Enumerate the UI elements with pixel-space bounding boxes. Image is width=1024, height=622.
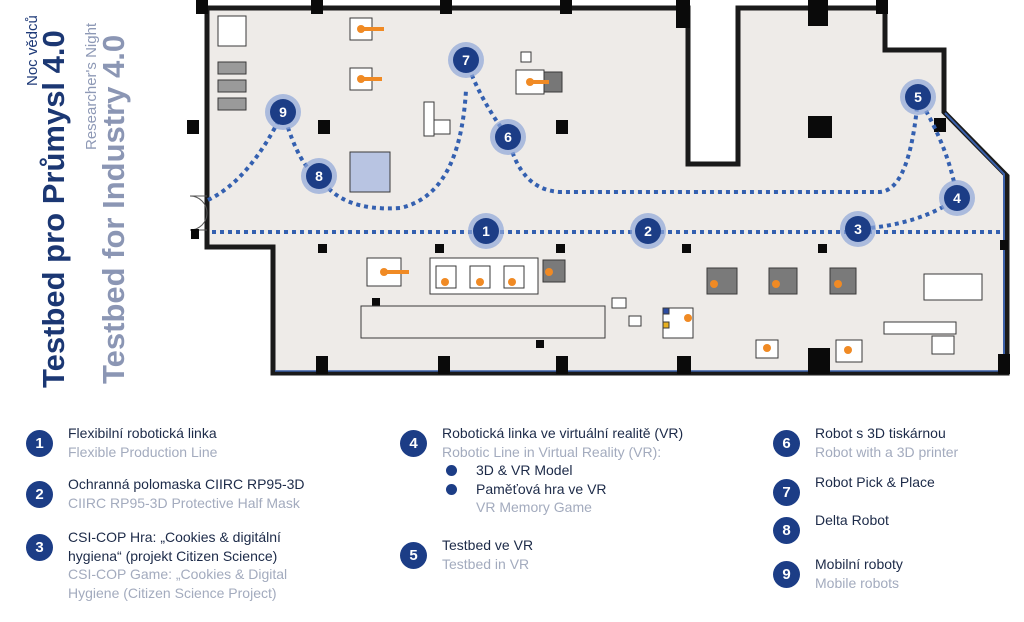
legend-6-en: Robot with a 3D printer <box>815 443 959 460</box>
legend-3-cz-line2: hygiena“ (projekt Citizen Science) <box>68 547 278 564</box>
map-marker-label: 1 <box>482 223 490 239</box>
legend-2-cz: Ochranná polomaska CIIRC RP95-3D <box>68 476 305 492</box>
map-marker-label: 4 <box>953 190 961 206</box>
marker-2: 2 <box>26 481 53 508</box>
legend-6-cz: Robot s 3D tiskárnou <box>815 425 946 441</box>
legend-4-en: Robotic Line in Virtual Reality (VR): <box>442 443 662 460</box>
map-marker-label: 5 <box>914 89 922 105</box>
map-marker-3: 3 <box>840 211 876 247</box>
map-marker-8: 8 <box>301 158 337 194</box>
marker-8: 8 <box>773 517 800 544</box>
legend-5-en: Testbed in VR <box>442 555 530 572</box>
legend-4-cz: Robotická linka ve virtuální realitě (VR… <box>442 425 684 441</box>
legend-3-en-line2: Hygiene (Citizen Science Project) <box>68 584 277 601</box>
legend-4-sub-1: 3D & VR Model <box>442 461 683 480</box>
legend-7-cz: Robot Pick & Place <box>815 474 935 490</box>
map-marker-label: 3 <box>854 221 862 237</box>
legend-8-cz: Delta Robot <box>815 512 889 528</box>
marker-3: 3 <box>26 534 53 561</box>
pillars <box>187 0 1010 374</box>
legend-2-en: CIIRC RP95-3D Protective Half Mask <box>68 494 300 511</box>
marker-9: 9 <box>773 561 800 588</box>
door-icon <box>189 195 208 231</box>
marker-5: 5 <box>400 542 427 569</box>
floor-plan-map: 1 2 3 4 5 6 7 8 9 <box>187 0 1010 376</box>
legend-4-sub-en: VR Memory Game <box>476 499 592 515</box>
bullet-icon <box>446 465 457 476</box>
marker-6: 6 <box>773 430 800 457</box>
map-marker-7: 7 <box>448 42 484 78</box>
map-marker-label: 9 <box>279 104 287 120</box>
legend-3-en-line1: CSI-COP Game: „Cookies & Digital <box>68 566 288 582</box>
map-marker-label: 7 <box>462 52 470 68</box>
map-marker-2: 2 <box>630 213 666 249</box>
legend-4-sub-2: Paměťová hra ve VR <box>442 480 683 499</box>
map-marker-label: 6 <box>504 129 512 145</box>
marker-7: 7 <box>773 479 800 506</box>
marker-4: 4 <box>400 430 427 457</box>
marker-1: 1 <box>26 430 53 457</box>
legend-3-cz-line1: CSI-COP Hra: „Cookies & digitální <box>68 529 281 545</box>
map-marker-label: 2 <box>644 223 652 239</box>
legend-5-cz: Testbed ve VR <box>442 537 534 553</box>
legend-1-en: Flexible Production Line <box>68 443 218 460</box>
robot-arm-icons <box>357 25 852 354</box>
legend-9-en: Mobile robots <box>815 574 900 591</box>
map-marker-label: 8 <box>315 168 323 184</box>
equipment <box>217 15 983 363</box>
legend-1-cz: Flexibilní robotická linka <box>68 425 217 441</box>
map-marker-4: 4 <box>939 180 975 216</box>
map-marker-9: 9 <box>265 94 301 130</box>
map-marker-6: 6 <box>490 119 526 155</box>
map-marker-1: 1 <box>468 213 504 249</box>
legend-9-cz: Mobilní roboty <box>815 556 903 572</box>
map-marker-5: 5 <box>900 79 936 115</box>
bullet-icon <box>446 483 457 495</box>
